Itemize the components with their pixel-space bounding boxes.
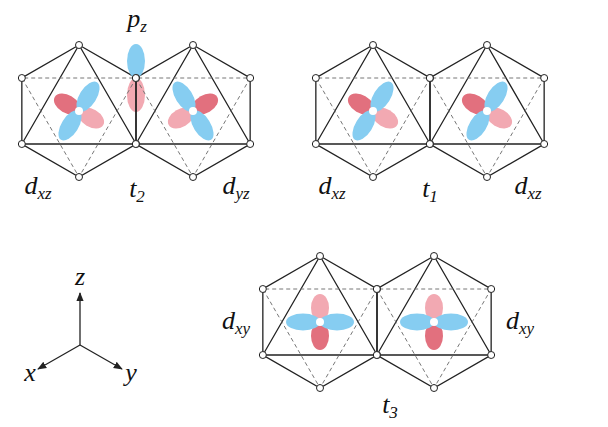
- orbital-lobe: [286, 314, 320, 331]
- ligand-vertex: [431, 385, 438, 392]
- axis-label: z: [75, 264, 85, 293]
- axis-arrow: [80, 345, 122, 369]
- ligand-vertex: [370, 174, 377, 181]
- axis-label: x: [24, 360, 36, 389]
- ligand-vertex: [76, 42, 83, 49]
- ligand-vertex: [259, 286, 266, 293]
- ligand-vertex: [133, 141, 140, 148]
- octahedron-face: [136, 45, 250, 144]
- ligand-vertex: [312, 75, 319, 82]
- orbital-lobe: [480, 78, 512, 116]
- orbital-lobe: [434, 314, 468, 331]
- ligand-vertex: [541, 75, 548, 82]
- axis-label: y: [125, 360, 137, 389]
- metal-ion: [75, 107, 83, 115]
- hopping-label: t3: [382, 392, 398, 421]
- ligand-vertex: [133, 75, 140, 82]
- ligand-vertex: [427, 141, 434, 148]
- ligand-vertex: [484, 174, 491, 181]
- ligand-vertex: [190, 174, 197, 181]
- ligand-vertex: [247, 75, 254, 82]
- ligand-vertex: [18, 75, 25, 82]
- orbital-lobe: [348, 106, 380, 144]
- orbital-label: dxz: [514, 173, 541, 202]
- octahedron-face: [430, 45, 544, 144]
- ligand-vertex: [374, 286, 381, 293]
- axis-arrow: [79, 293, 80, 345]
- axis-arrow: [38, 345, 80, 369]
- ligand-vertex: [374, 352, 381, 359]
- ligand-vertex: [488, 286, 495, 293]
- hexagon-outline: [377, 256, 491, 388]
- ligand-vertex: [259, 352, 266, 359]
- metal-ion: [430, 318, 438, 326]
- metal-ion: [483, 107, 491, 115]
- octahedron-back-face: [377, 289, 491, 388]
- orbital-lobe: [186, 106, 218, 144]
- ligand-vertex: [317, 253, 324, 260]
- orbital-lobe: [72, 78, 104, 116]
- ligand-vertex: [132, 75, 139, 82]
- orbital-lobe: [320, 314, 354, 331]
- orbital-lobe: [400, 314, 434, 331]
- ligand-vertex: [373, 286, 380, 293]
- octahedron-back-face: [430, 78, 544, 177]
- orbital-lobe: [366, 78, 398, 116]
- hexagon-outline: [430, 45, 544, 177]
- ligand-vertex: [247, 141, 254, 148]
- orbital-lobe: [54, 106, 86, 144]
- ligand-vertex: [18, 141, 25, 148]
- octahedron-face: [377, 256, 491, 355]
- metal-ion: [369, 107, 377, 115]
- ligand-vertex: [488, 352, 495, 359]
- ligand-vertex: [484, 42, 491, 49]
- metal-ion: [189, 107, 197, 115]
- pz-lobe: [127, 44, 145, 78]
- ligand-vertex: [312, 141, 319, 148]
- octahedron-face: [316, 45, 430, 144]
- metal-ion: [316, 318, 324, 326]
- orbital-lobe: [168, 78, 200, 116]
- hopping-label: t1: [422, 176, 438, 205]
- orbital-label: dxy: [222, 308, 250, 337]
- ligand-vertex: [541, 141, 548, 148]
- ligand-vertex: [431, 253, 438, 260]
- ligand-vertex: [190, 42, 197, 49]
- octahedron-back-face: [136, 78, 250, 177]
- orbital-label: dxy: [506, 308, 534, 337]
- ligand-vertex: [427, 75, 434, 82]
- octahedron-face: [22, 45, 136, 144]
- orbital-lobe: [462, 106, 494, 144]
- hopping-label: t2: [129, 176, 145, 205]
- ligand-vertex: [76, 174, 83, 181]
- ligand-vertex: [370, 42, 377, 49]
- hexagon-outline: [316, 45, 430, 177]
- ligand-vertex: [426, 141, 433, 148]
- orbital-label: dxz: [24, 173, 51, 202]
- ligand-vertex: [132, 141, 139, 148]
- ligand-vertex: [426, 75, 433, 82]
- orbital-label: dyz: [222, 173, 249, 202]
- octahedron-face: [263, 256, 377, 355]
- ligand-vertex: [373, 352, 380, 359]
- octahedron-back-face: [316, 78, 430, 177]
- orbital-label: dxz: [318, 173, 345, 202]
- ligand-vertex: [317, 385, 324, 392]
- octahedron-back-face: [263, 289, 377, 388]
- octahedron-back-face: [22, 78, 136, 177]
- hexagon-outline: [263, 256, 377, 388]
- hexagon-outline: [22, 45, 136, 177]
- orbital-label: pz: [127, 6, 147, 35]
- hexagon-outline: [136, 45, 250, 177]
